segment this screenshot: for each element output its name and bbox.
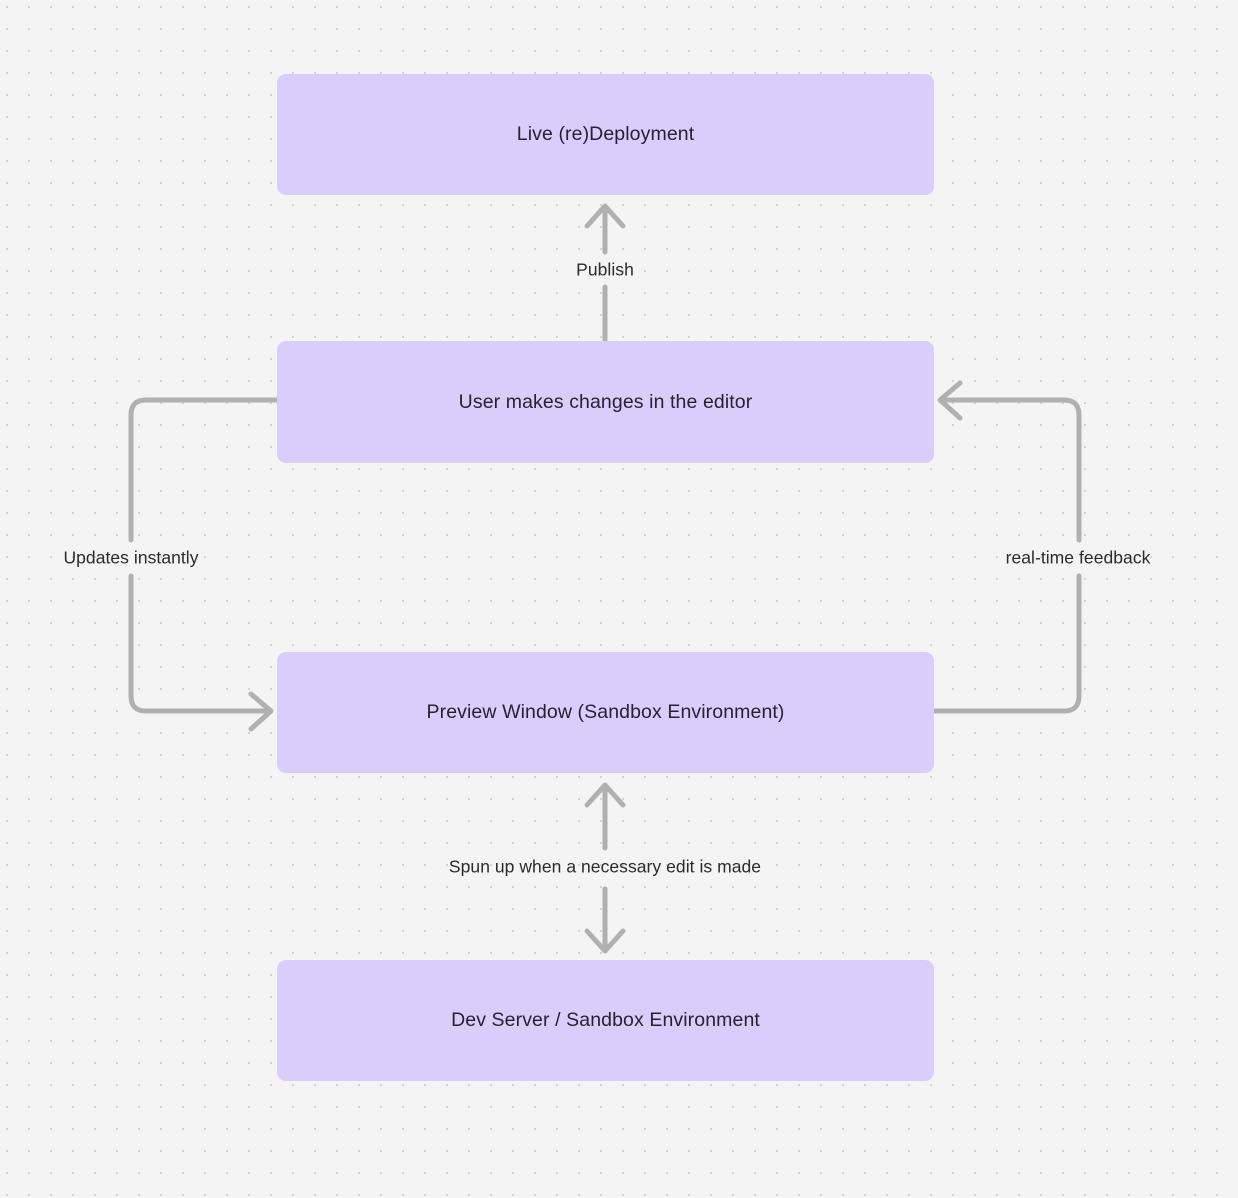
- node-live-redeployment[interactable]: Live (re)Deployment: [277, 74, 934, 195]
- arrowhead-up-spun: [584, 782, 626, 808]
- arrowhead-left-realtime: [937, 380, 963, 421]
- arrowhead-right-updates: [248, 691, 274, 732]
- edge-label-real-time-feedback: real-time feedback: [1005, 547, 1151, 568]
- node-dev-server[interactable]: Dev Server / Sandbox Environment: [277, 960, 934, 1081]
- node-user-makes-changes[interactable]: User makes changes in the editor: [277, 341, 934, 463]
- node-preview-window[interactable]: Preview Window (Sandbox Environment): [277, 652, 934, 773]
- arrowhead-up-publish: [584, 203, 626, 229]
- edge-label-publish: Publish: [576, 259, 634, 280]
- edge-label-updates-instantly: Updates instantly: [63, 547, 199, 568]
- node-preview-window-label: Preview Window (Sandbox Environment): [426, 701, 785, 724]
- node-user-makes-changes-label: User makes changes in the editor: [458, 390, 753, 413]
- edge-label-spun-up: Spun up when a necessary edit is made: [448, 856, 762, 877]
- node-dev-server-label: Dev Server / Sandbox Environment: [451, 1009, 760, 1032]
- node-live-redeployment-label: Live (re)Deployment: [516, 123, 695, 146]
- arrowhead-down-spun: [584, 928, 626, 954]
